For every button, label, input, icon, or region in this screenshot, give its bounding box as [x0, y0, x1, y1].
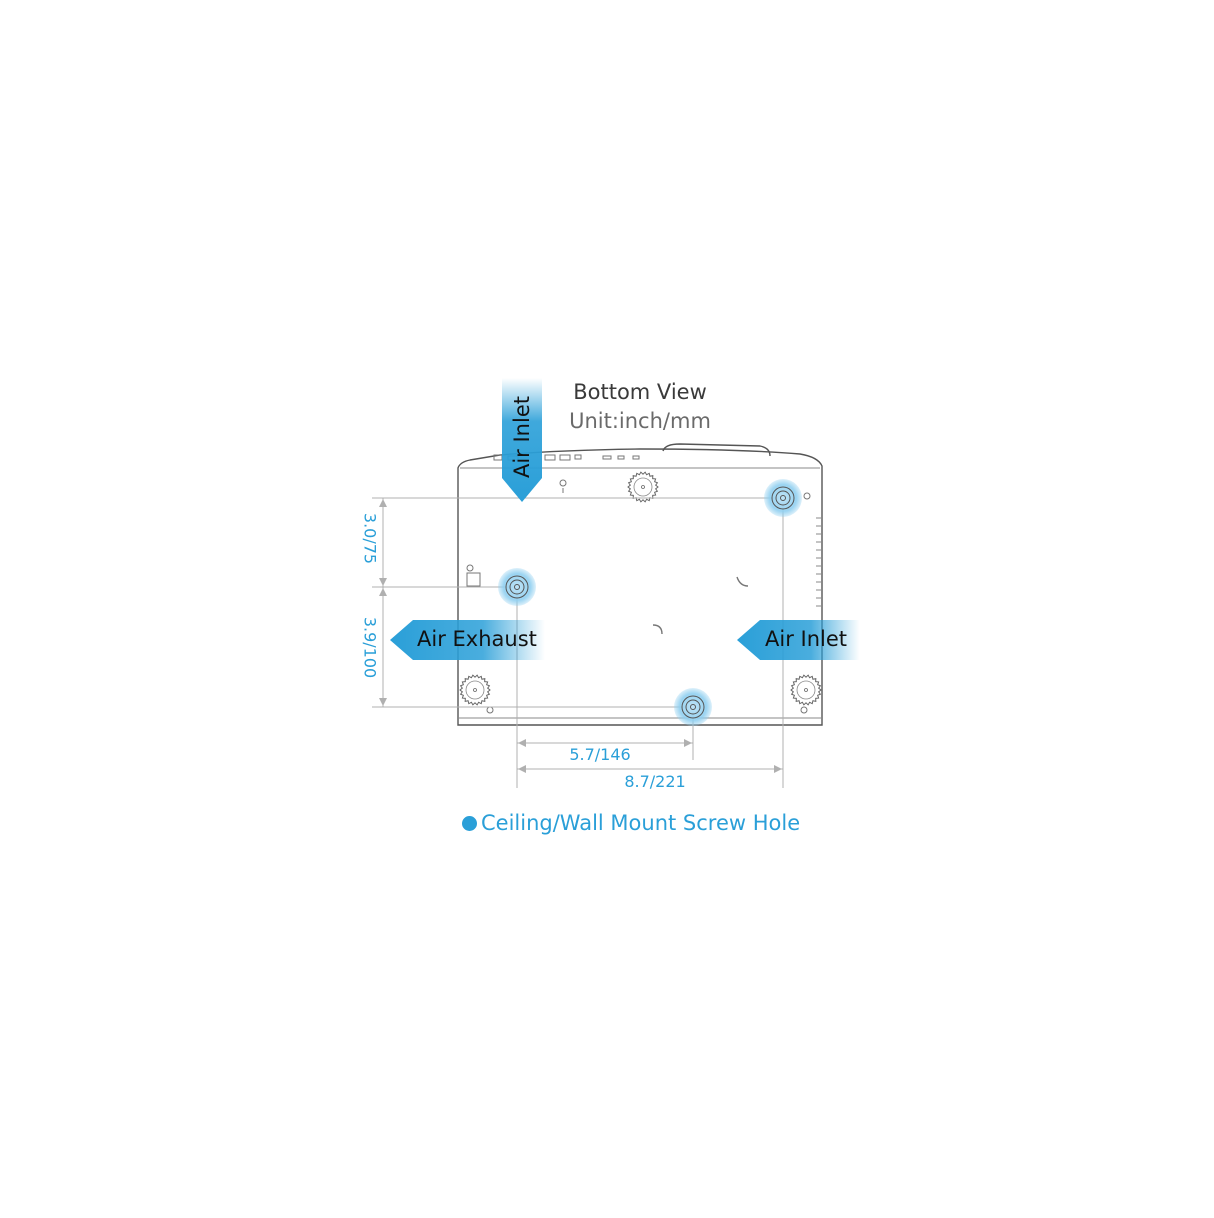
air-inlet-right-arrow [737, 620, 860, 660]
dimension-vertical-lower: 3.9/100 [360, 616, 380, 679]
dimension-horizontal-long: 8.7/221 [624, 772, 686, 791]
air-inlet-right-label: Air Inlet [765, 627, 848, 651]
legend-dot-icon [462, 815, 477, 831]
legend-label: Ceiling/Wall Mount Screw Hole [481, 811, 801, 835]
projector-body [457, 443, 823, 726]
mount-hole-left [498, 568, 536, 606]
side-vent-marks [816, 517, 822, 607]
mount-hole-top-right [764, 479, 802, 517]
air-inlet-top-arrow [502, 378, 542, 502]
unit-label: Unit:inch/mm [569, 409, 711, 433]
dimension-arrowheads [379, 499, 782, 773]
adjuster-foot-bottom-right [790, 674, 822, 706]
diagram-title: Bottom View [573, 380, 707, 404]
legend: Ceiling/Wall Mount Screw Hole [462, 811, 800, 835]
adjuster-feet [459, 471, 822, 706]
air-inlet-top-label: Air Inlet [510, 396, 534, 479]
adjuster-foot-bottom-left [459, 674, 491, 706]
air-exhaust-label: Air Exhaust [417, 627, 537, 651]
mount-screw-holes [498, 479, 802, 726]
adjuster-foot-top [627, 471, 659, 503]
mount-hole-bottom [674, 688, 712, 726]
dimension-horizontal-short: 5.7/146 [569, 745, 631, 764]
dimension-vertical-upper: 3.0/75 [360, 512, 380, 565]
air-exhaust-arrow [390, 620, 545, 660]
